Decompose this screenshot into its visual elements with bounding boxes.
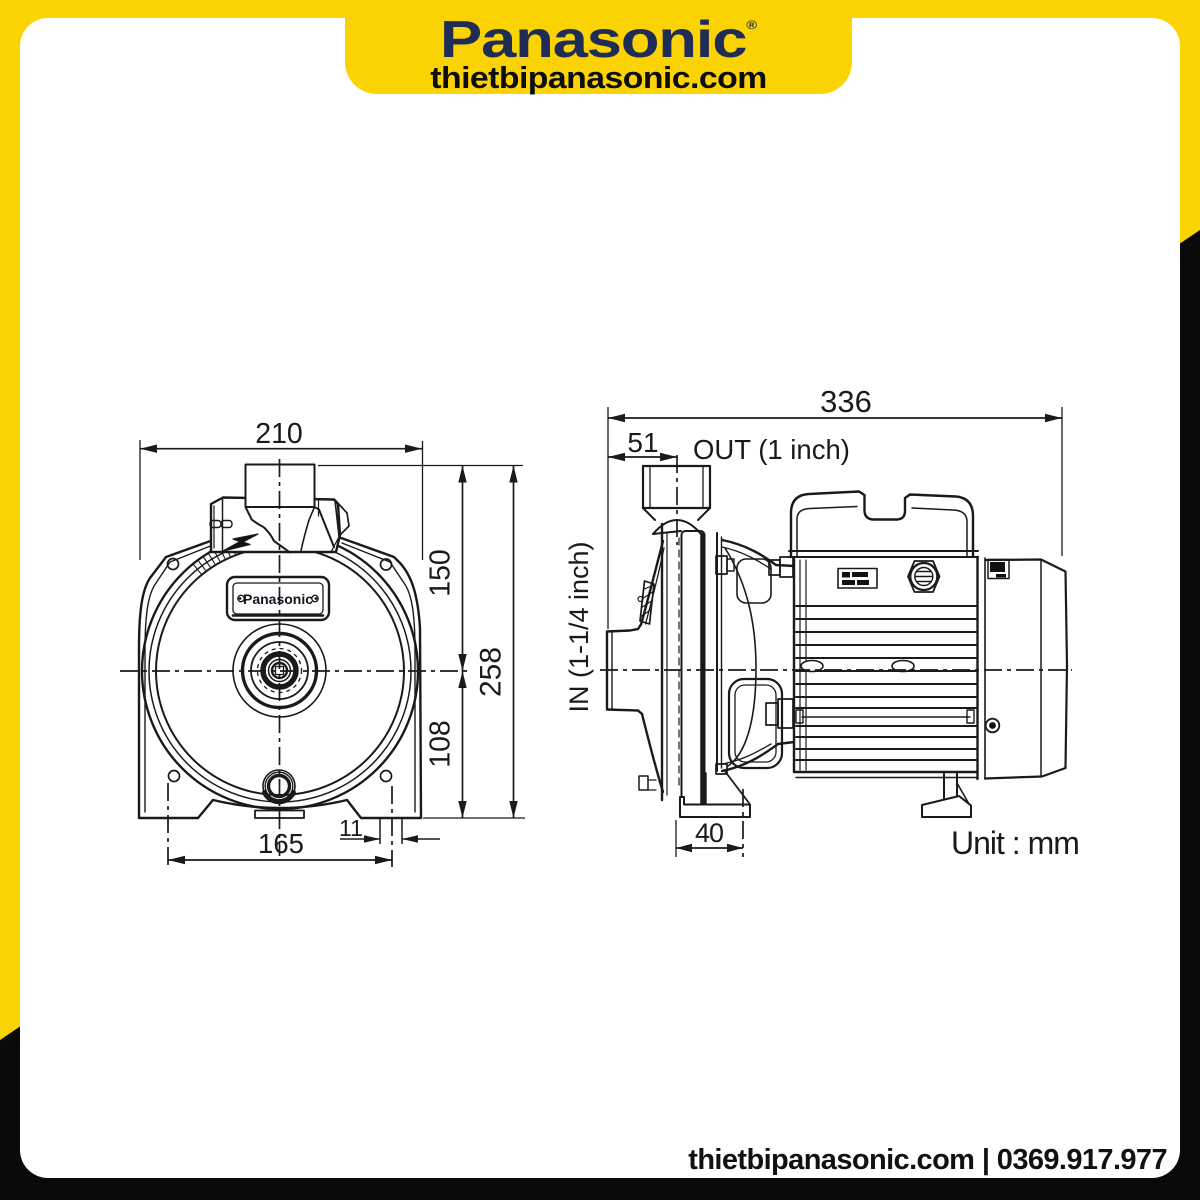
svg-text:336: 336 xyxy=(820,384,872,419)
svg-text:11: 11 xyxy=(339,815,363,841)
svg-text:210: 210 xyxy=(255,418,303,450)
svg-text:40: 40 xyxy=(695,818,723,848)
svg-text:150: 150 xyxy=(425,549,457,597)
svg-text:165: 165 xyxy=(258,828,304,859)
svg-text:Panasonic: Panasonic xyxy=(243,591,313,607)
svg-text:IN (1-1/4 inch): IN (1-1/4 inch) xyxy=(564,541,594,712)
svg-text:51: 51 xyxy=(627,427,658,458)
svg-text:OUT (1 inch): OUT (1 inch) xyxy=(693,434,850,465)
svg-text:108: 108 xyxy=(425,720,457,768)
svg-text:258: 258 xyxy=(475,647,508,697)
svg-text:Unit : mm: Unit : mm xyxy=(951,825,1079,861)
